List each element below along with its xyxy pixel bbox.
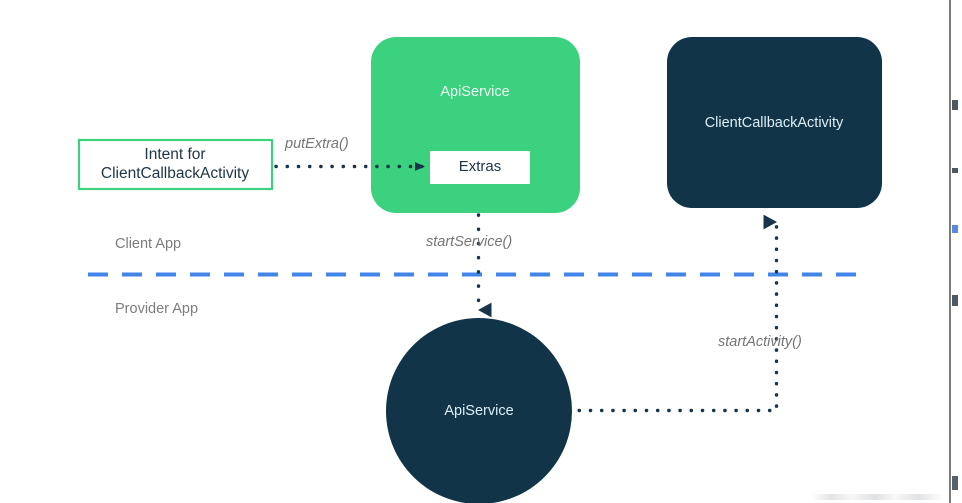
rail-mark-4 (952, 295, 958, 306)
rail-mark-1 (952, 100, 958, 110)
apiservice-circle (386, 318, 572, 503)
apiservice-box (371, 37, 580, 213)
edge-startactivity-line (566, 214, 779, 413)
clientcallbackactivity-box (667, 37, 882, 208)
rail-mark-3 (952, 225, 958, 233)
intent-box (77, 138, 274, 191)
rail-mark-2 (952, 168, 958, 173)
rail-mark-5 (952, 476, 958, 490)
extras-box (430, 151, 530, 184)
right-edge-rail (949, 0, 962, 503)
